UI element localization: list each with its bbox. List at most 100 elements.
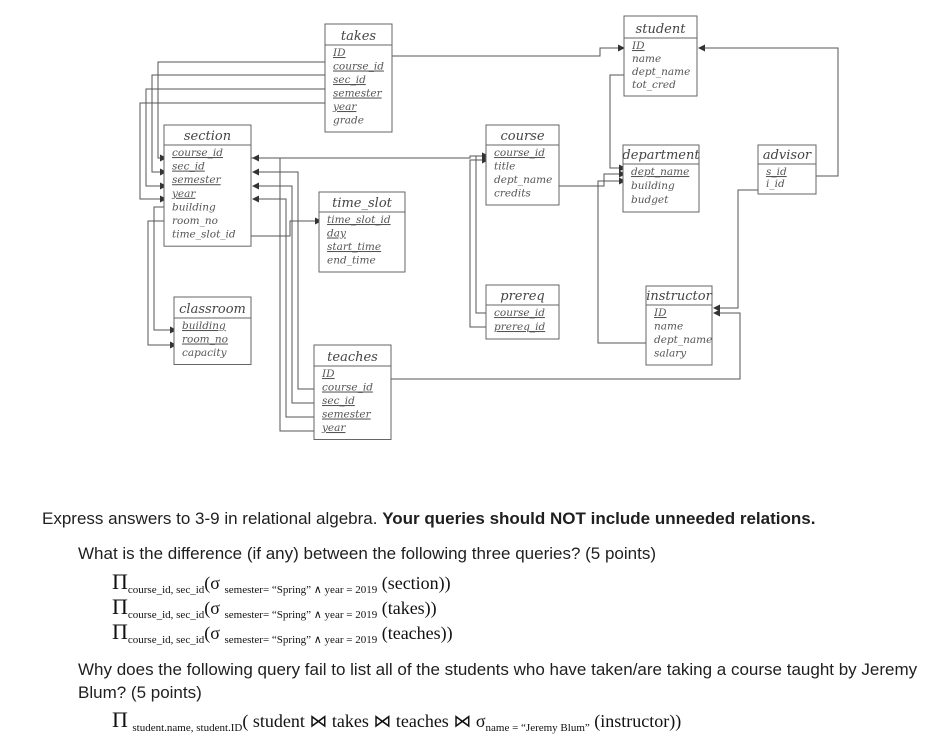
table-box [622, 144, 700, 213]
table-attribute: s_id [766, 166, 787, 178]
table-name: advisor [763, 148, 812, 163]
table-attribute: building [182, 320, 226, 332]
pi-symbol: Π [112, 707, 128, 732]
table-attribute: name [632, 53, 661, 65]
projection-attrs: student.name, student.ID [132, 722, 243, 734]
table-time-slot: time_slottime_slot_iddaystart_timeend_ti… [318, 191, 406, 273]
table-attribute: dept_name [631, 166, 689, 178]
query-jeremy-blum: Π student.name, student.ID( student ⋈ ta… [112, 707, 682, 734]
table-attribute: sec_id [333, 74, 366, 86]
fk-connector [145, 88, 325, 190]
fk-connector [252, 182, 314, 404]
query-teaches: Πcourse_id, sec_id(σ semester= “Spring” … [112, 619, 453, 646]
selection-condition: name = “Jeremy Blum” [485, 722, 590, 734]
relation-takes: (takes)) [381, 598, 437, 618]
table-attribute: time_slot_id [327, 214, 391, 226]
table-attribute: budget [631, 194, 669, 206]
foreign-key-links [139, 44, 839, 432]
table-attribute: i_id [766, 178, 785, 190]
open-paren: ( [204, 573, 211, 593]
instructions-bold: Your queries should NOT include unneeded… [382, 509, 816, 528]
table-box [757, 144, 817, 195]
table-attribute: room_no [172, 215, 218, 227]
table-name: student [636, 22, 687, 37]
table-box [623, 15, 698, 97]
query-takes: Πcourse_id, sec_id(σ semester= “Spring” … [112, 594, 437, 621]
question-3: What is the difference (if any) between … [78, 544, 656, 563]
table-attribute: sec_id [172, 161, 205, 173]
table-box [318, 191, 406, 273]
table-prereq: prereq course_id prereq_id [485, 284, 560, 340]
table-attribute: tot_cred [632, 79, 676, 91]
join-chain: ( student ⋈ takes ⋈ teaches ⋈ [242, 711, 476, 731]
fk-connector [147, 220, 177, 349]
relation-instructor: (instructor)) [589, 711, 682, 731]
table-box [485, 284, 560, 340]
table-name: time_slot [332, 196, 393, 211]
selection-condition: semester= “Spring” ∧ year = 2019 [224, 584, 378, 596]
table-attribute: course_id [172, 147, 223, 159]
fk-connector [251, 217, 322, 237]
selection-condition: semester= “Spring” ∧ year = 2019 [224, 634, 378, 646]
table-box [313, 344, 392, 440]
table-attribute: title [494, 161, 515, 173]
sigma-symbol: σ [475, 711, 486, 731]
relation-teaches: (teaches)) [381, 623, 453, 643]
fk-connector [251, 152, 489, 160]
fk-connector [252, 195, 314, 418]
table-name: instructor [646, 289, 712, 304]
query-section: Πcourse_id, sec_id(σ semester= “Spring” … [112, 569, 451, 596]
table-attribute: year [171, 188, 196, 200]
table-attribute: semester [333, 88, 383, 100]
selection-condition: semester= “Spring” ∧ year = 2019 [224, 609, 378, 621]
fk-connector [151, 74, 325, 176]
table-attribute: year [321, 422, 346, 434]
instructions: Express answers to 3-9 in relational alg… [42, 509, 815, 529]
instructions-plain: Express answers to 3-9 in relational alg… [42, 509, 383, 528]
table-attribute: building [172, 201, 216, 213]
table-attribute: building [631, 180, 675, 192]
table-attribute: prereq_id [494, 321, 546, 333]
fk-connector [157, 61, 325, 162]
fk-connector [252, 168, 314, 390]
table-attribute: year [332, 101, 357, 113]
relation-section: (section)) [381, 573, 451, 593]
projection-attrs: course_id, sec_id [127, 634, 205, 646]
table-name: prereq [500, 289, 544, 304]
table-attribute: semester [172, 174, 222, 186]
fk-connector [609, 74, 626, 172]
fk-connector [252, 154, 314, 432]
table-name: course [500, 129, 544, 144]
table-name: teaches [327, 350, 378, 365]
table-attribute: ID [332, 47, 346, 59]
table-attribute: course_id [494, 147, 545, 159]
fk-connector [559, 170, 626, 187]
fk-connector [392, 44, 625, 57]
pi-symbol: Π [112, 619, 128, 644]
schema-tables: takesIDcourse_idsec_idsemesteryeargrades… [163, 15, 817, 440]
table-box [485, 124, 560, 206]
fk-connector [391, 309, 741, 380]
open-paren: ( [204, 623, 211, 643]
table-attribute: dept_name [632, 66, 690, 78]
table-attribute: dept_name [654, 334, 712, 346]
table-attribute: credits [494, 188, 531, 200]
fk-connector [475, 152, 489, 314]
table-attribute: course_id [494, 307, 545, 319]
table-attribute: grade [333, 115, 364, 127]
fk-connector [698, 44, 839, 177]
table-name: classroom [179, 302, 246, 317]
pi-symbol: Π [112, 569, 128, 594]
table-name: takes [341, 29, 377, 44]
table-attribute: ID [321, 368, 335, 380]
table-attribute: ID [631, 40, 645, 52]
table-attribute: name [654, 321, 683, 333]
table-attribute: semester [322, 409, 372, 421]
pi-symbol: Π [112, 594, 128, 619]
projection-attrs: course_id, sec_id [127, 584, 205, 596]
